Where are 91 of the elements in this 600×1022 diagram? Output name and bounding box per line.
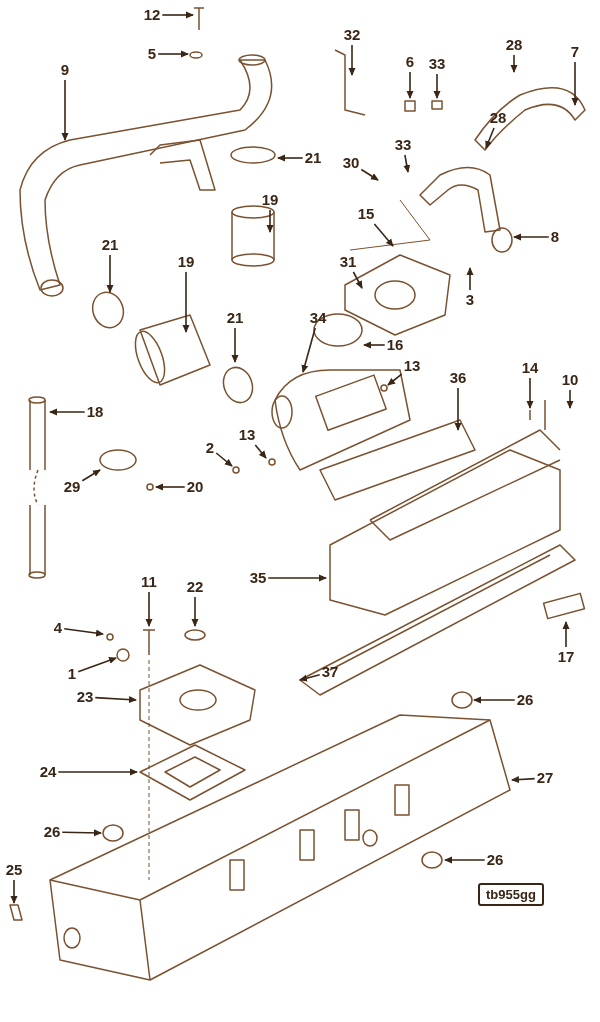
callout-number: 19 [261, 192, 279, 208]
callout-number: 14 [521, 360, 539, 376]
callout-number: 16 [386, 337, 404, 353]
leader-line [182, 271, 190, 333]
callout-number: 19 [177, 254, 195, 270]
leader-line [191, 596, 199, 627]
callout-number: 18 [86, 404, 104, 420]
leader-line [562, 621, 570, 648]
callout-number: 33 [394, 137, 412, 153]
leader-line [77, 657, 117, 673]
callout-number: 35 [249, 570, 267, 586]
leader-line [454, 387, 462, 431]
leader-line [145, 591, 153, 627]
leader-line [373, 223, 394, 247]
callout-number: 29 [63, 479, 81, 495]
leader-line [61, 79, 69, 141]
callout-number: 30 [342, 155, 360, 171]
callout-number: 7 [570, 44, 580, 60]
callout-number: 26 [43, 824, 61, 840]
leader-line [254, 444, 267, 459]
leader-line [352, 271, 363, 289]
leader-line [387, 373, 403, 386]
callout-number: 13 [238, 427, 256, 443]
leader-line [526, 377, 534, 409]
leader-line [511, 776, 536, 784]
callout-number: 2 [205, 440, 215, 456]
callout-number: 1 [67, 666, 77, 682]
callout-number: 10 [561, 372, 579, 388]
callout-number: 33 [428, 56, 446, 72]
callout-number: 28 [505, 37, 523, 53]
callout-number: 22 [186, 579, 204, 595]
leader-line [267, 574, 327, 582]
callout-number: 28 [489, 110, 507, 126]
callout-number: 25 [5, 862, 23, 878]
leader-line [157, 50, 189, 58]
callout-number: 15 [357, 206, 375, 222]
leader-line [510, 54, 518, 73]
callout-number: 20 [186, 479, 204, 495]
callout-number: 4 [53, 620, 63, 636]
leader-line [63, 628, 104, 637]
leader-line [215, 452, 233, 467]
callout-number: 5 [147, 46, 157, 62]
leader-line [566, 389, 574, 409]
leader-line [155, 483, 186, 491]
callout-number: 3 [465, 292, 475, 308]
leader-line [277, 154, 304, 162]
figure-code: tb955gg [478, 883, 544, 906]
leader-line [57, 768, 138, 776]
callout-number: 11 [141, 574, 157, 590]
leader-line [571, 61, 579, 106]
callout-number: 36 [449, 370, 467, 386]
leader-line [403, 154, 411, 173]
leader-line [49, 408, 86, 416]
leader-line [348, 44, 356, 76]
leader-line [473, 696, 516, 704]
callout-number: 31 [339, 254, 357, 270]
leader-line [94, 696, 137, 704]
leader-line [10, 879, 18, 904]
callout-number: 13 [403, 358, 421, 374]
leader-line [266, 209, 274, 233]
callout-number: 12 [143, 7, 161, 23]
callout-number: 27 [536, 770, 554, 786]
leader-line [61, 829, 102, 837]
callout-number: 23 [76, 689, 94, 705]
callout-number: 6 [405, 54, 415, 70]
callout-number: 21 [304, 150, 322, 166]
callout-number: 17 [557, 649, 575, 665]
callout-number: 26 [516, 692, 534, 708]
leader-line [363, 341, 386, 349]
callout-number: 21 [101, 237, 119, 253]
leader-line [161, 11, 194, 19]
leader-line [231, 327, 239, 363]
leader-line [433, 73, 441, 99]
leader-line [485, 127, 495, 149]
leader-line [81, 469, 101, 482]
callout-number: 8 [550, 229, 560, 245]
callout-number: 21 [226, 310, 244, 326]
callout-number: 24 [39, 764, 57, 780]
leader-line [301, 327, 316, 373]
leader-line [513, 233, 550, 241]
callout-number: 34 [309, 310, 327, 326]
callout-number: 26 [486, 852, 504, 868]
leader-line [406, 71, 414, 99]
callout-number: 37 [321, 664, 339, 680]
leader-line [466, 267, 474, 291]
leader-line [106, 254, 114, 293]
leader-line [444, 856, 486, 864]
leader-line [360, 168, 379, 181]
callout-number: 32 [343, 27, 361, 43]
leader-line [299, 674, 321, 682]
callout-number: 9 [60, 62, 70, 78]
